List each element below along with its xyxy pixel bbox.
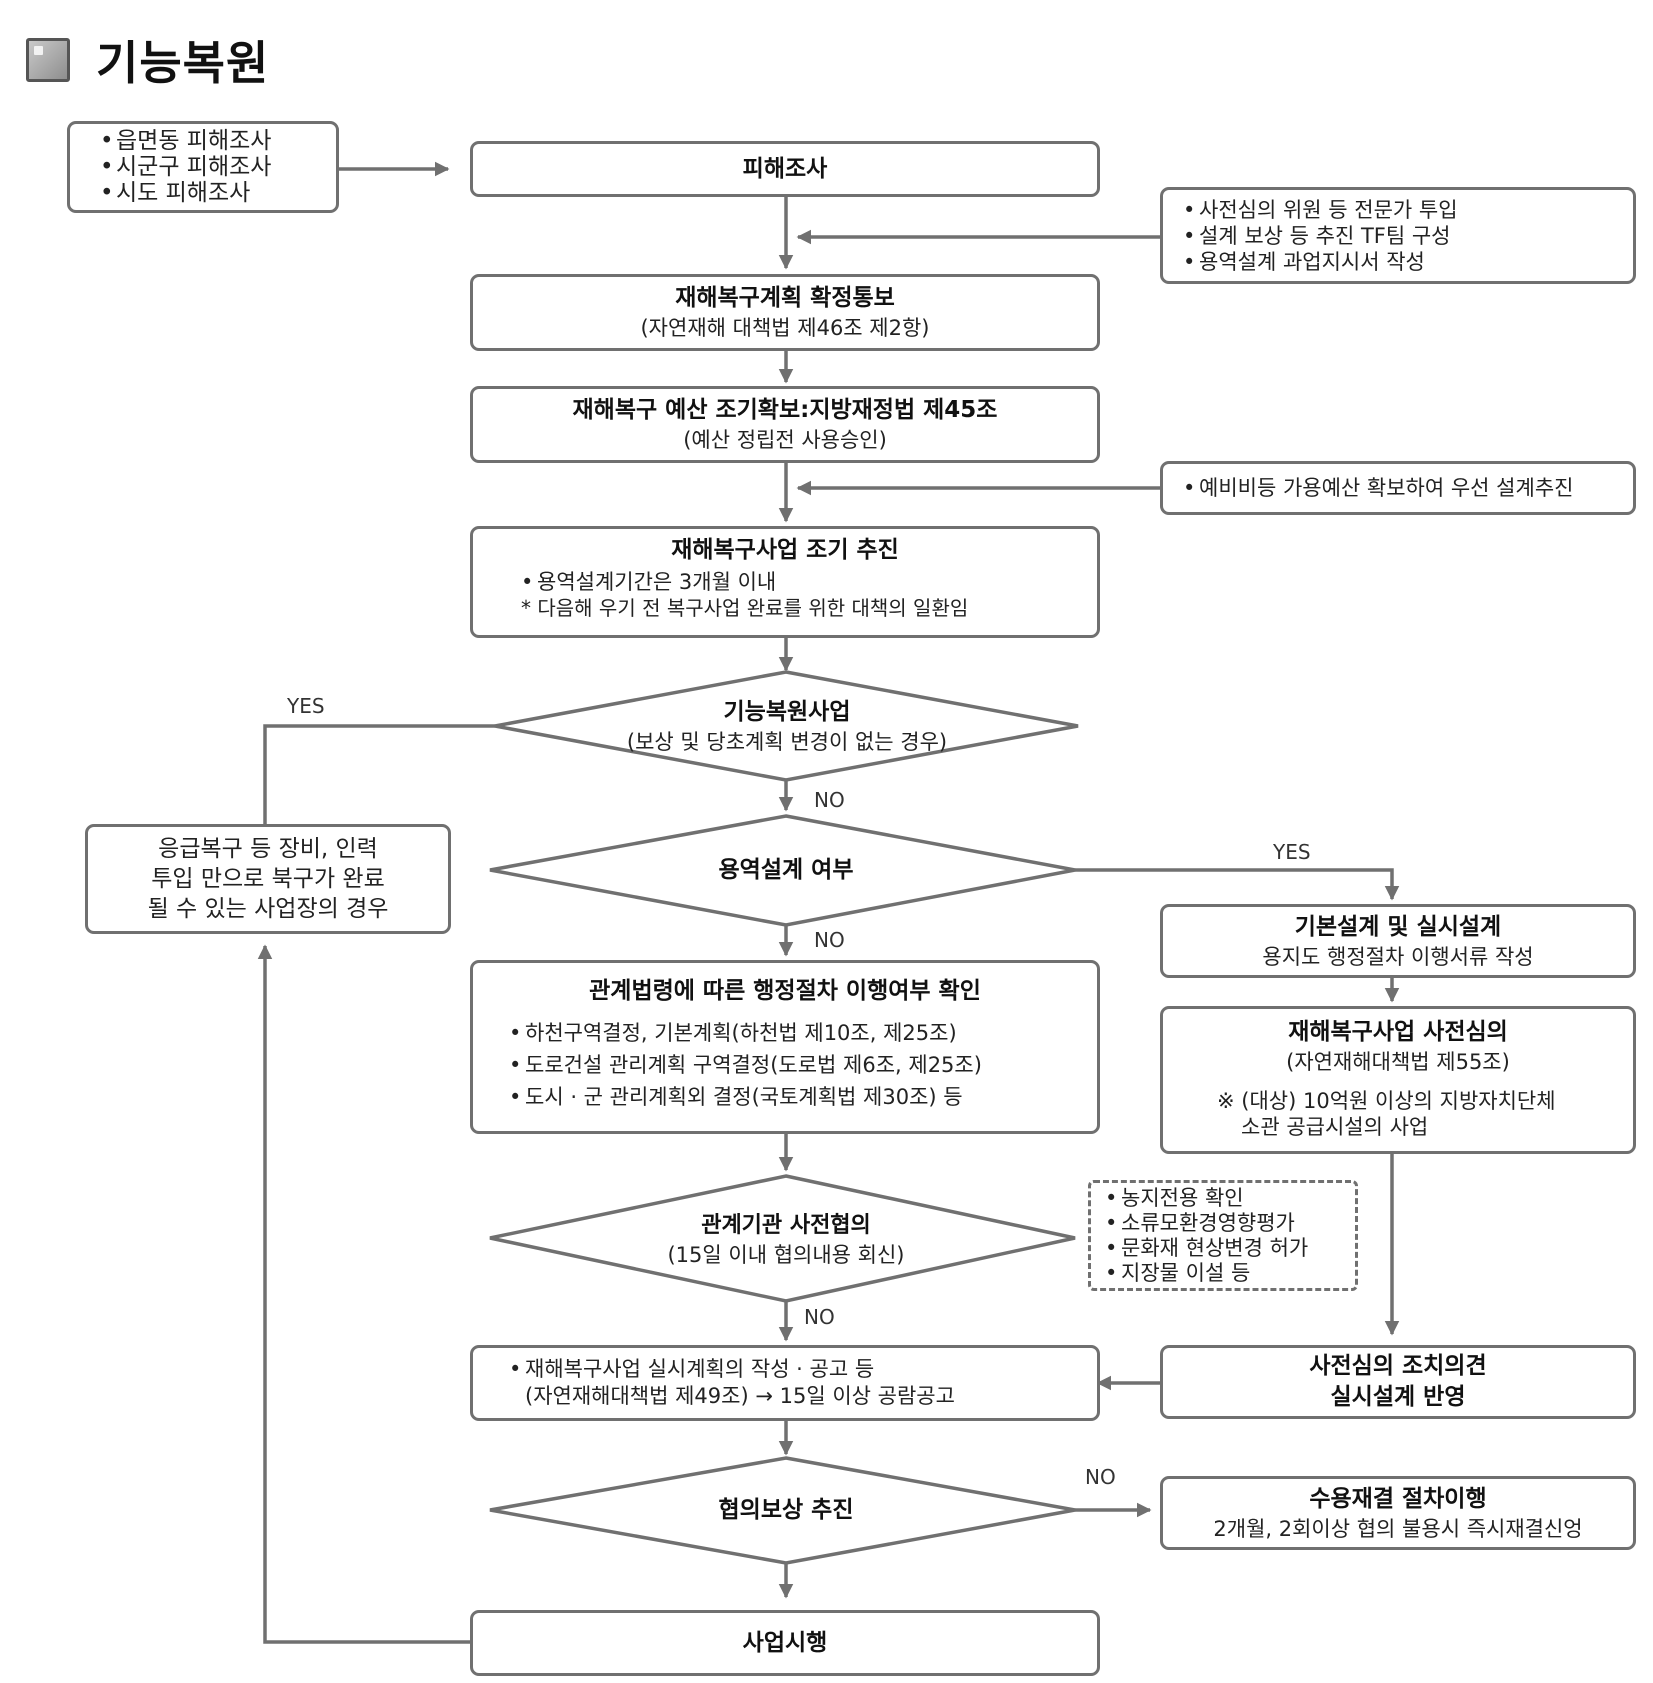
edge-label-no: NO (814, 928, 845, 952)
review-opinion-box: 사전심의 조치의견 실시설계 반영 (1160, 1345, 1636, 1419)
early-project-title: 재해복구사업 조기 추진 (671, 537, 899, 563)
admin-check-item: 하천구역결정, 기본계획(하천법 제10조, 제25조) (509, 1017, 1097, 1049)
survey-source-item: 시군구 피해조사 (100, 154, 336, 180)
project-exec-label: 사업시행 (742, 1629, 828, 1656)
reserve-budget-item: 예비비등 가용예산 확보하여 우선 설계추진 (1183, 475, 1633, 501)
expert-input-item: 설계 보상 등 추진 TF팀 구성 (1183, 223, 1633, 249)
exec-plan-line: 재해복구사업 실시계획의 작성 · 공고 등 (509, 1356, 1097, 1383)
admin-check-title: 관계법령에 따른 행정절차 이행여부 확인 (589, 978, 981, 1004)
edge-label-yes: YES (1273, 840, 1311, 864)
compensation-title: 협의보상 추진 (718, 1496, 854, 1523)
edge-exec-to-emergency (257, 944, 470, 1644)
plan-notice-sub: (자연재해 대책법 제46조 제2항) (640, 316, 930, 340)
consult-items-box: 농지전용 확인 소류모환경영향평가 문화재 현상변경 허가 지장물 이설 등 (1088, 1180, 1358, 1291)
diamond-function-restore (494, 670, 1079, 782)
agency-consult-decision: 관계기관 사전협의 (15일 이내 협의내용 회신) (600, 1208, 972, 1270)
emergency-case-line: 응급복구 등 장비, 인력 (158, 836, 378, 862)
reserve-budget-box: 예비비등 가용예산 확보하여 우선 설계추진 (1160, 461, 1636, 515)
survey-source-item: 읍면동 피해조사 (100, 128, 336, 154)
pre-review-sub: (자연재해대책법 제55조) (1286, 1050, 1510, 1074)
survey-source-item: 시도 피해조사 (100, 180, 336, 206)
page-title: 기능복원 (96, 36, 270, 90)
early-project-box: 재해복구사업 조기 추진 용역설계기간은 3개월 이내 * 다음해 우기 전 복… (470, 526, 1100, 638)
survey-sources-box: 읍면동 피해조사 시군구 피해조사 시도 피해조사 (67, 121, 339, 213)
agency-consult-sub: (15일 이내 협의내용 회신) (667, 1242, 905, 1267)
edge-function-yes (263, 724, 495, 824)
consult-item: 소류모환경영향평가 (1105, 1211, 1355, 1236)
edge-label-yes: YES (287, 694, 325, 718)
expert-input-item: 사전심의 위원 등 전문가 투입 (1183, 197, 1633, 223)
agency-consult-title: 관계기관 사전협의 (701, 1212, 871, 1238)
damage-survey-box: 피해조사 (470, 141, 1100, 197)
review-opinion-line: 실시설계 반영 (1330, 1384, 1466, 1410)
title-block: 기능복원 (26, 30, 269, 90)
budget-title: 재해복구 예산 조기확보:지방재정법 제45조 (572, 397, 998, 423)
edge-label-no: NO (804, 1305, 835, 1329)
function-restore-title: 기능복원사업 (723, 698, 851, 725)
diamond-agency-consult (489, 1174, 1076, 1303)
function-restore-decision: 기능복원사업 (보상 및 당초계획 변경이 없는 경우) (575, 694, 999, 758)
function-restore-sub: (보상 및 당초계획 변경이 없는 경우) (626, 729, 948, 754)
consult-item: 문화재 현상변경 허가 (1105, 1236, 1355, 1261)
damage-survey-label: 피해조사 (742, 155, 828, 182)
pre-review-note: ※ (대상) 10억원 이상의 지방자치단체 (1217, 1089, 1556, 1113)
expert-input-item: 용역설계 과업지시서 작성 (1183, 249, 1633, 275)
edge-label-no: NO (814, 788, 845, 812)
budget-sub: (예산 정립전 사용승인) (683, 428, 887, 452)
exec-plan-box: 재해복구사업 실시계획의 작성 · 공고 등 (자연재해대책법 제49조) → … (470, 1345, 1100, 1421)
emergency-case-box: 응급복구 등 장비, 인력 투입 만으로 북구가 완료 될 수 있는 사업장의 … (85, 824, 451, 934)
early-project-bullet: 용역설계기간은 3개월 이내 (521, 568, 1097, 596)
project-exec-box: 사업시행 (470, 1610, 1100, 1676)
early-project-note: * 다음해 우기 전 복구사업 완료를 위한 대책의 일환임 (521, 596, 969, 620)
budget-box: 재해복구 예산 조기확보:지방재정법 제45조 (예산 정립전 사용승인) (470, 386, 1100, 463)
design-decision-title: 용역설계 여부 (718, 856, 854, 883)
admin-check-item: 도로건설 관리계획 구역결정(도로법 제6조, 제25조) (509, 1049, 1097, 1081)
basic-design-sub: 용지도 행정절차 이행서류 작성 (1262, 944, 1534, 969)
compensation-decision: 협의보상 추진 (600, 1490, 972, 1530)
diamond-design (489, 814, 1076, 927)
diamond-compensation (489, 1456, 1076, 1565)
basic-design-box: 기본설계 및 실시설계 용지도 행정절차 이행서류 작성 (1160, 904, 1636, 978)
design-decision: 용역설계 여부 (600, 850, 972, 890)
plan-notice-title: 재해복구계획 확정통보 (675, 285, 895, 311)
exec-plan-line: (자연재해대책법 제49조) → 15일 이상 공람공고 (525, 1384, 955, 1408)
basic-design-title: 기본설계 및 실시설계 (1294, 913, 1502, 940)
pre-review-note: 소관 공급시설의 사업 (1241, 1115, 1429, 1139)
expert-input-box: 사전심의 위원 등 전문가 투입 설계 보상 등 추진 TF팀 구성 용역설계 … (1160, 187, 1636, 284)
expropriation-sub: 2개월, 2회이상 협의 불용시 즉시재결신엉 (1213, 1516, 1583, 1541)
expropriation-title: 수용재결 절차이행 (1309, 1485, 1487, 1512)
expropriation-box: 수용재결 절차이행 2개월, 2회이상 협의 불용시 즉시재결신엉 (1160, 1476, 1636, 1550)
consult-item: 지장물 이설 등 (1105, 1261, 1355, 1286)
emergency-case-line: 투입 만으로 북구가 완료 (151, 866, 385, 892)
pre-review-box: 재해복구사업 사전심의 (자연재해대책법 제55조) ※ (대상) 10억원 이… (1160, 1006, 1636, 1154)
edge-design-yes (1075, 868, 1400, 901)
consult-item: 농지전용 확인 (1105, 1186, 1355, 1211)
edge-label-no: NO (1085, 1465, 1116, 1489)
admin-check-box: 관계법령에 따른 행정절차 이행여부 확인 하천구역결정, 기본계획(하천법 제… (470, 960, 1100, 1134)
emergency-case-line: 될 수 있는 사업장의 경우 (147, 896, 389, 922)
square-bullet-icon (26, 38, 70, 82)
review-opinion-line: 사전심의 조치의견 (1309, 1353, 1487, 1379)
admin-check-item: 도시 · 군 관리계획외 결정(국토계획법 제30조) 등 (509, 1081, 1097, 1113)
plan-notice-box: 재해복구계획 확정통보 (자연재해 대책법 제46조 제2항) (470, 274, 1100, 351)
pre-review-title: 재해복구사업 사전심의 (1288, 1019, 1508, 1045)
